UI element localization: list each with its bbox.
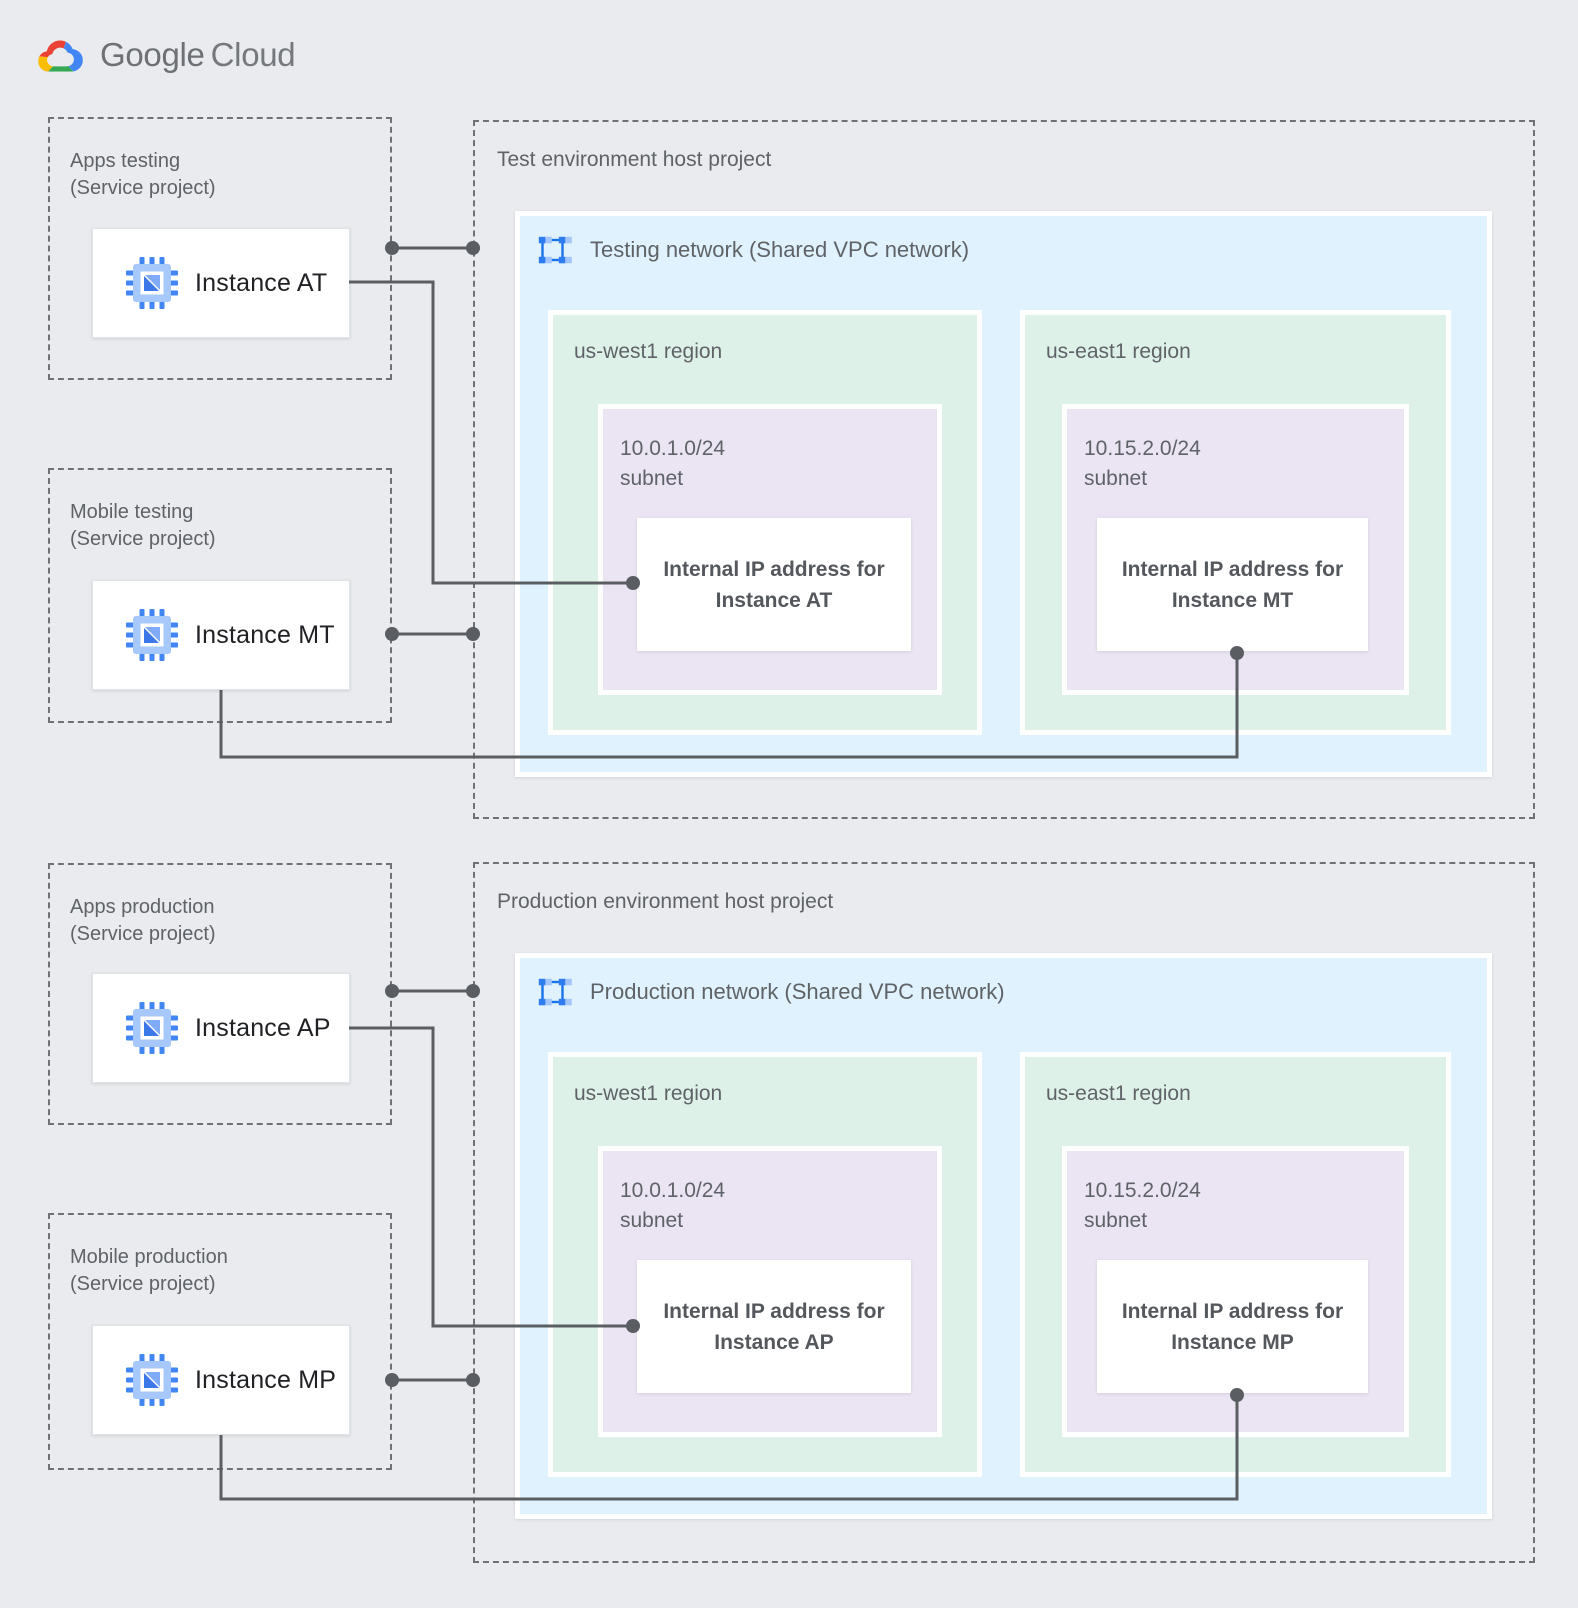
service-project-title: Mobile production (Service project) (70, 1244, 390, 1298)
subnet-label: 10.0.1.0/24 subnet (620, 1176, 725, 1236)
ip-line2: Instance MP (1171, 1330, 1294, 1354)
region-label: us-west1 region (574, 340, 723, 363)
compute-chip-icon (126, 609, 178, 661)
compute-chip-icon (126, 1354, 178, 1406)
instance-ap-card: Instance AP (92, 973, 350, 1083)
instance-label: Instance AP (195, 1013, 331, 1042)
service-project-title: Mobile testing (Service project) (70, 499, 390, 553)
internal-ip-instance-ap: Internal IP address for Instance AP (637, 1260, 911, 1393)
subnet-word: subnet (1084, 1209, 1148, 1232)
compute-chip-icon (126, 1002, 178, 1054)
subnet-cidr: 10.15.2.0/24 (1084, 437, 1201, 460)
internal-ip-instance-mp: Internal IP address for Instance MP (1097, 1260, 1368, 1393)
network-header: Testing network (Shared VPC network) (535, 232, 969, 268)
subnet-cidr: 10.0.1.0/24 (620, 437, 726, 460)
subnet-cidr: 10.0.1.0/24 (620, 1179, 726, 1202)
subnet-label: 10.15.2.0/24 subnet (1084, 1176, 1201, 1236)
ip-line2: Instance AP (714, 1330, 834, 1354)
service-project-apps-production: Apps production (Service project) (48, 863, 392, 1125)
google-cloud-logo-icon (38, 40, 83, 72)
vpc-network-icon (538, 236, 572, 264)
vpc-network-icon (538, 978, 572, 1006)
instance-label: Instance AT (195, 268, 328, 297)
ip-line1: Internal IP address for (663, 557, 885, 581)
service-project-type: (Service project) (70, 528, 216, 550)
region-label: us-east1 region (1046, 1082, 1191, 1105)
service-project-name: Apps production (70, 896, 215, 918)
subnet-cidr: 10.15.2.0/24 (1084, 1179, 1201, 1202)
service-project-name: Apps testing (70, 150, 181, 172)
instance-mp-card: Instance MP (92, 1325, 350, 1435)
network-label: Testing network (Shared VPC network) (590, 237, 970, 262)
logo-word-google: Google (100, 36, 205, 73)
ip-line2: Instance MT (1171, 588, 1294, 612)
service-project-title: Apps testing (Service project) (70, 148, 390, 202)
internal-ip-label: Internal IP address for Instance AP (663, 1296, 884, 1358)
service-project-type: (Service project) (70, 923, 216, 945)
network-label: Production network (Shared VPC network) (590, 979, 1005, 1004)
service-project-type: (Service project) (70, 1273, 216, 1295)
ip-line1: Internal IP address for (1121, 1299, 1344, 1323)
logo-word-cloud: Cloud (210, 36, 296, 73)
instance-label: Instance MT (195, 620, 335, 649)
internal-ip-label: Internal IP address for Instance MT (1122, 554, 1343, 616)
internal-ip-instance-mt: Internal IP address for Instance MT (1097, 518, 1368, 651)
instance-label: Instance MP (195, 1365, 337, 1394)
ip-line2: Instance AT (715, 588, 833, 612)
host-project-title: Test environment host project (497, 148, 772, 171)
service-project-type: (Service project) (70, 177, 216, 199)
service-project-name: Mobile testing (70, 501, 194, 523)
ip-line1: Internal IP address for (663, 1299, 885, 1323)
subnet-label: 10.0.1.0/24 subnet (620, 434, 725, 494)
instance-at-card: Instance AT (92, 228, 350, 338)
region-label: us-east1 region (1046, 340, 1191, 363)
host-project-title: Production environment host project (497, 890, 834, 913)
service-project-title: Apps production (Service project) (70, 894, 390, 948)
compute-chip-icon (126, 257, 178, 309)
ip-line1: Internal IP address for (1121, 557, 1344, 581)
internal-ip-label: Internal IP address for Instance AT (663, 554, 884, 616)
internal-ip-instance-at: Internal IP address for Instance AT (637, 518, 911, 651)
network-header: Production network (Shared VPC network) (535, 974, 1005, 1010)
subnet-word: subnet (620, 467, 684, 490)
service-project-name: Mobile production (70, 1246, 228, 1268)
region-label: us-west1 region (574, 1082, 723, 1105)
subnet-word: subnet (620, 1209, 684, 1232)
internal-ip-label: Internal IP address for Instance MP (1122, 1296, 1343, 1358)
instance-mt-card: Instance MT (92, 580, 350, 690)
subnet-label: 10.15.2.0/24 subnet (1084, 434, 1201, 494)
subnet-word: subnet (1084, 467, 1148, 490)
